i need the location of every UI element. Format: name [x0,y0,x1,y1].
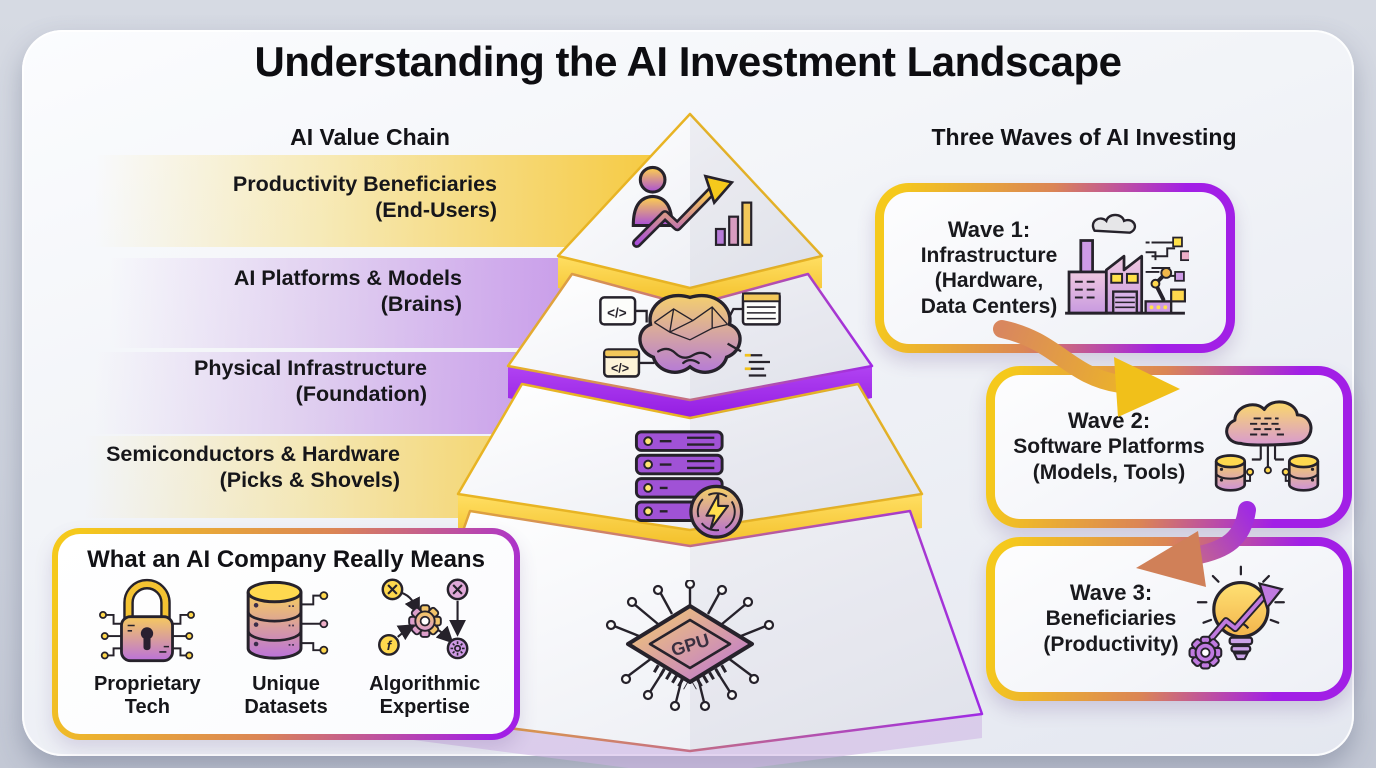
feature-label: Algorithmic Expertise [355,673,494,719]
wave-2-title: Wave 2: [1067,408,1151,434]
factory-icon [1065,213,1190,315]
wave-3-line: Beneficiaries [1045,607,1177,631]
value-chain-label-infrastructure: Physical Infrastructure (Foundation) [107,356,427,408]
label-line: Physical Infrastructure [193,356,427,380]
cloud-databases-icon [1214,400,1319,492]
wave-3-line: (Productivity) [1043,633,1179,656]
feature-label-line: Tech [124,696,170,718]
pyramid-tier-3-shade [690,384,922,530]
ai-company-box: What an AI Company Really Means [52,528,520,740]
value-chain-heading: AI Value Chain [290,124,450,150]
value-chain-label-platforms: AI Platforms & Models (Brains) [142,266,462,318]
feature-label-line: Algorithmic [369,673,481,695]
feature-proprietary-tech: Proprietary Tech [78,578,217,719]
label-subline: (End-Users) [375,197,497,222]
feature-unique-datasets: Unique Datasets [217,578,356,719]
feature-label-line: Unique [252,673,320,695]
wave-1-line: Infrastructure [920,243,1058,267]
feature-algorithmic-expertise: f Alg [355,578,494,719]
flowchart-icon: f [377,578,469,660]
feature-label: Proprietary Tech [78,673,217,719]
pyramid-tier-4-shade [690,511,982,751]
pyramid-base-glow [398,714,982,768]
wave-2-text: Wave 2: Software Platforms (Models, Tool… [1013,408,1204,485]
feature-label-line: Proprietary [93,673,201,695]
value-chain-label-end-users: Productivity Beneficiaries (End-Users) [177,172,497,224]
ai-company-heading: What an AI Company Really Means [87,546,485,573]
wave-1-title: Wave 1: [947,216,1031,242]
label-line: Semiconductors & Hardware [106,442,400,466]
feature-label-line: Expertise [379,696,470,718]
wave-3-text: Wave 3: Beneficiaries (Productivity) [1043,580,1178,657]
label-line: Productivity Beneficiaries [232,172,497,196]
label-line: AI Platforms & Models [233,266,462,290]
wave-1-line: Data Centers) [920,294,1058,318]
wave-1-box: Wave 1: Infrastructure (Hardware, Data C… [875,183,1235,353]
value-chain-label-semiconductors: Semiconductors & Hardware (Picks & Shove… [60,442,400,494]
label-subline: (Brains) [380,291,462,316]
wave-3-box: Wave 3: Beneficiaries (Productivity) [986,537,1352,701]
wave-2-line: (Models, Tools) [1032,461,1186,484]
svg-text:</>: </> [611,362,629,376]
pyramid-tier-2-shade [690,274,872,400]
user-growth-icon [631,165,753,248]
pyramid-tier-1 [556,112,824,290]
server-rack-icon [634,430,744,539]
label-subline: (Picks & Shovels) [219,467,400,492]
brain-icon: </> </> [599,292,781,378]
feature-label: Unique Datasets [217,673,356,719]
page-title: Understanding the AI Investment Landscap… [254,38,1122,85]
svg-text:</>: </> [607,306,627,321]
gpu-chip-icon: GPU [605,580,775,712]
lightbulb-growth-icon [1188,565,1285,670]
svg-text:f: f [386,638,392,653]
waves-heading: Three Waves of AI Investing [931,124,1237,150]
feature-label-line: Datasets [244,696,328,718]
lock-circuit-icon [99,578,196,663]
wave-1-line: (Hardware, [934,269,1044,293]
value-chain-band-gold-1 [95,155,657,247]
database-icon [246,580,329,660]
wave-1-text: Wave 1: Infrastructure (Hardware, Data C… [921,217,1058,320]
wave-2-box: Wave 2: Software Platforms (Models, Tool… [986,366,1352,528]
wave-3-title: Wave 3: [1069,580,1153,606]
wave-2-line: Software Platforms [1013,435,1205,459]
label-subline: (Foundation) [295,381,427,406]
